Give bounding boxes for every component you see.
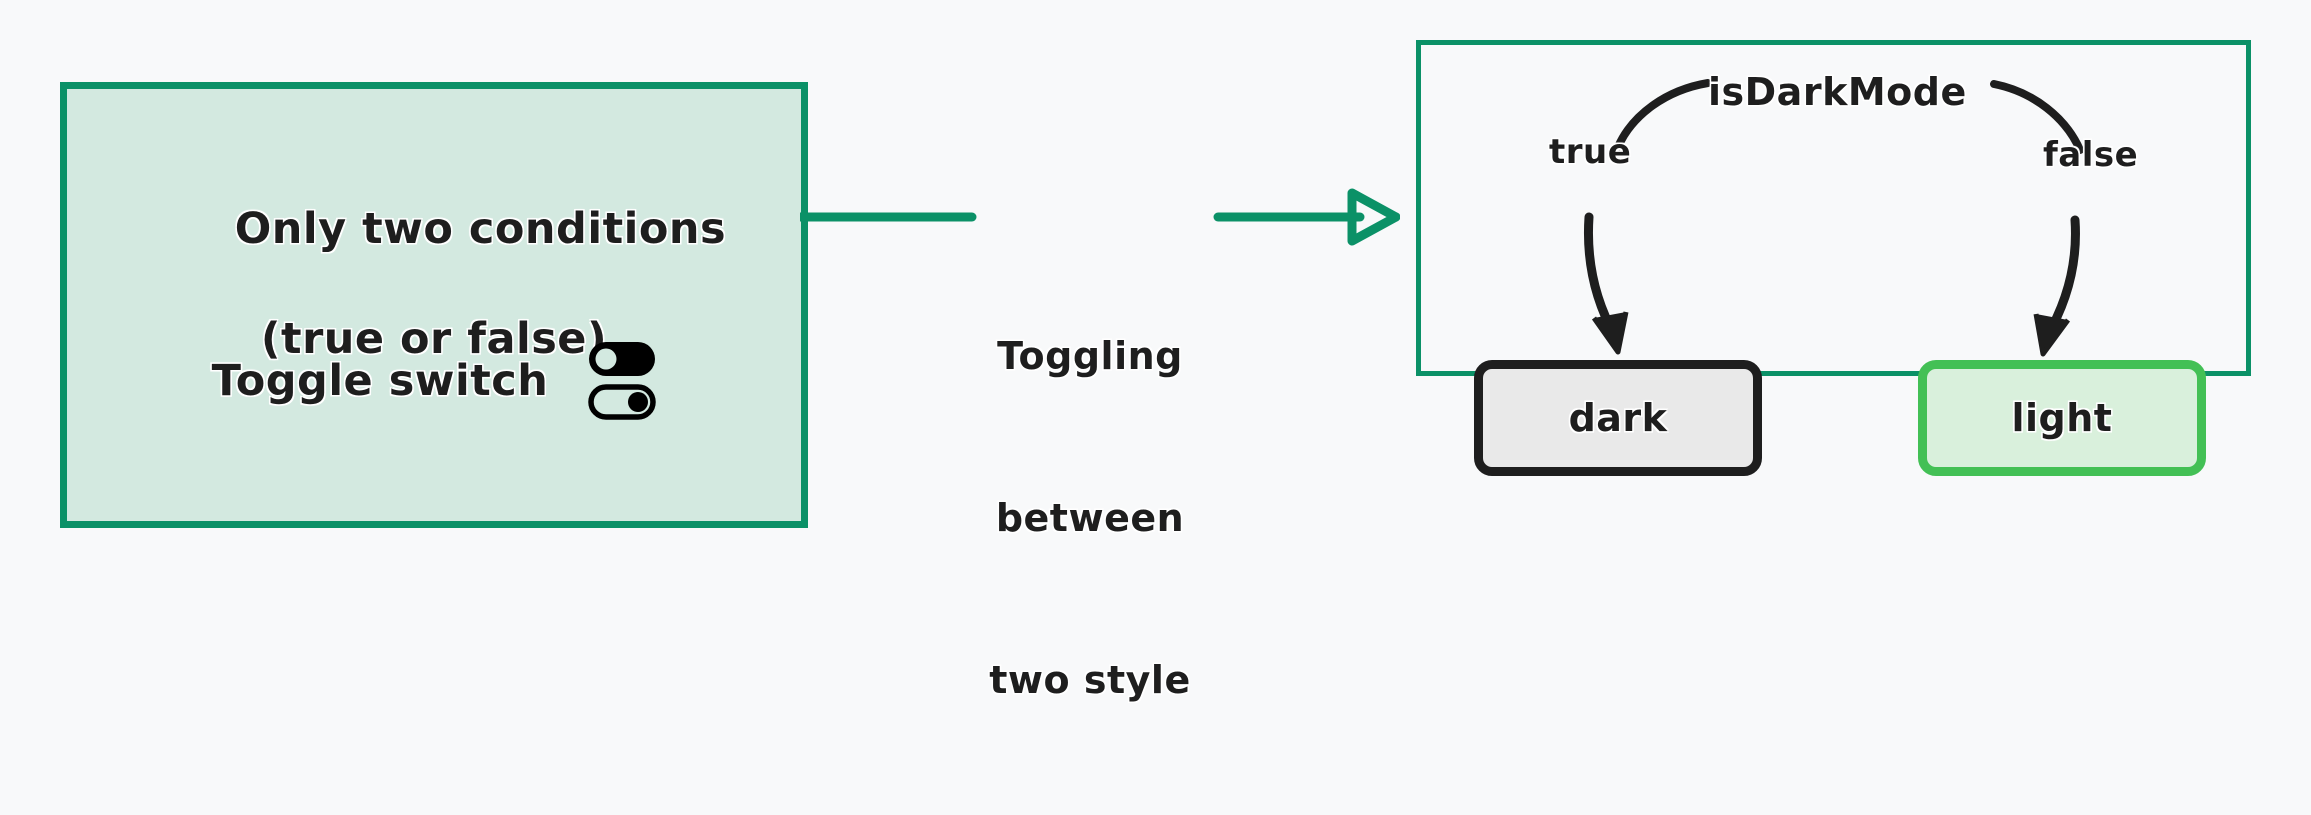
branch-label-true: true [1549, 132, 1632, 172]
variable-name-isdarkmode: isDarkMode [1708, 70, 1967, 114]
connector-label-line-1: Toggling [997, 333, 1183, 378]
connector-label-line-2: between [995, 495, 1185, 540]
toggle-filled-knob-left-icon [589, 342, 656, 376]
toggle-outline-knob-right-icon [588, 384, 657, 420]
left-panel-heading: Only two conditions (true or false) [67, 147, 801, 477]
right-panel-branching [1416, 40, 2251, 376]
heading-line-2: (true or false) [260, 314, 608, 365]
connector-label: Toggling between two style [975, 222, 1205, 815]
dark-mode-label: dark [1568, 396, 1668, 440]
heading-line-1: Only two conditions [234, 204, 727, 255]
connector-label-line-3: two style [989, 657, 1191, 702]
toggle-switch-row: Toggle switch [67, 341, 801, 420]
connector-arrowhead-icon [1347, 188, 1400, 246]
light-mode-box: light [1918, 360, 2206, 476]
dark-mode-box: dark [1474, 360, 1762, 476]
toggle-switch-label: Toggle switch [211, 355, 549, 406]
left-panel-boolean-conditions: Only two conditions (true or false) Togg… [60, 82, 808, 528]
toggle-switch-icon [588, 341, 657, 420]
diagram-canvas: Only two conditions (true or false) Togg… [60, 40, 2251, 702]
branch-label-false: false [2043, 135, 2139, 175]
light-mode-label: light [2011, 396, 2113, 440]
